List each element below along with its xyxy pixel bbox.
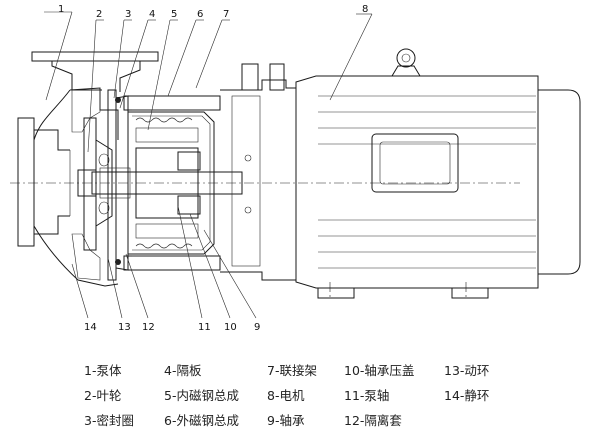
callout-11: 11 — [198, 322, 211, 333]
callout-1: 1 — [58, 4, 64, 15]
legend-item: 5-内磁钢总成 — [164, 388, 239, 403]
legend-item: 10-轴承压盖 — [344, 363, 415, 378]
legend-item: 9-轴承 — [267, 413, 305, 428]
bearings — [177, 151, 201, 215]
coupling-frame — [220, 63, 297, 281]
pump-body — [17, 51, 159, 287]
legend-item: 4-隔板 — [164, 363, 202, 378]
legend-item: 13-动环 — [444, 363, 490, 378]
outer-magnet-assembly — [123, 95, 221, 271]
legend-item: 8-电机 — [267, 388, 305, 403]
parts-legend: 1-泵体 4-隔板 7-联接架 10-轴承压盖 13-动环 2-叶轮 5-内磁钢… — [0, 344, 605, 443]
impeller — [77, 117, 113, 251]
pump-shaft — [91, 167, 243, 199]
leader-lines — [44, 11, 373, 319]
callout-2: 2 — [96, 9, 102, 20]
legend-item: 14-静环 — [444, 388, 490, 403]
callout-3: 3 — [125, 9, 131, 20]
callout-9: 9 — [254, 322, 260, 333]
pump-cross-section-drawing: 1 2 3 4 5 6 7 8 14 13 12 11 10 9 — [10, 4, 581, 333]
callout-5: 5 — [171, 9, 177, 20]
legend-item: 12-隔离套 — [344, 413, 402, 428]
isolation-sleeve — [128, 111, 215, 255]
callout-6: 6 — [197, 9, 203, 20]
legend-item: 6-外磁钢总成 — [164, 413, 239, 428]
callout-13: 13 — [118, 322, 131, 333]
legend-item: 2-叶轮 — [84, 388, 122, 403]
callout-12: 12 — [142, 322, 155, 333]
legend-item: 1-泵体 — [84, 363, 122, 378]
partition-and-seals — [107, 89, 129, 281]
legend-item: 3-密封圈 — [84, 413, 134, 428]
motor — [295, 48, 581, 300]
callout-10: 10 — [224, 322, 237, 333]
callout-4: 4 — [149, 9, 155, 20]
legend-item: 11-泵轴 — [344, 388, 390, 403]
callout-8: 8 — [362, 4, 368, 15]
callout-14: 14 — [84, 322, 97, 333]
inner-magnet-assembly — [135, 127, 199, 239]
callout-7: 7 — [223, 9, 229, 20]
legend-item: 7-联接架 — [267, 363, 317, 378]
